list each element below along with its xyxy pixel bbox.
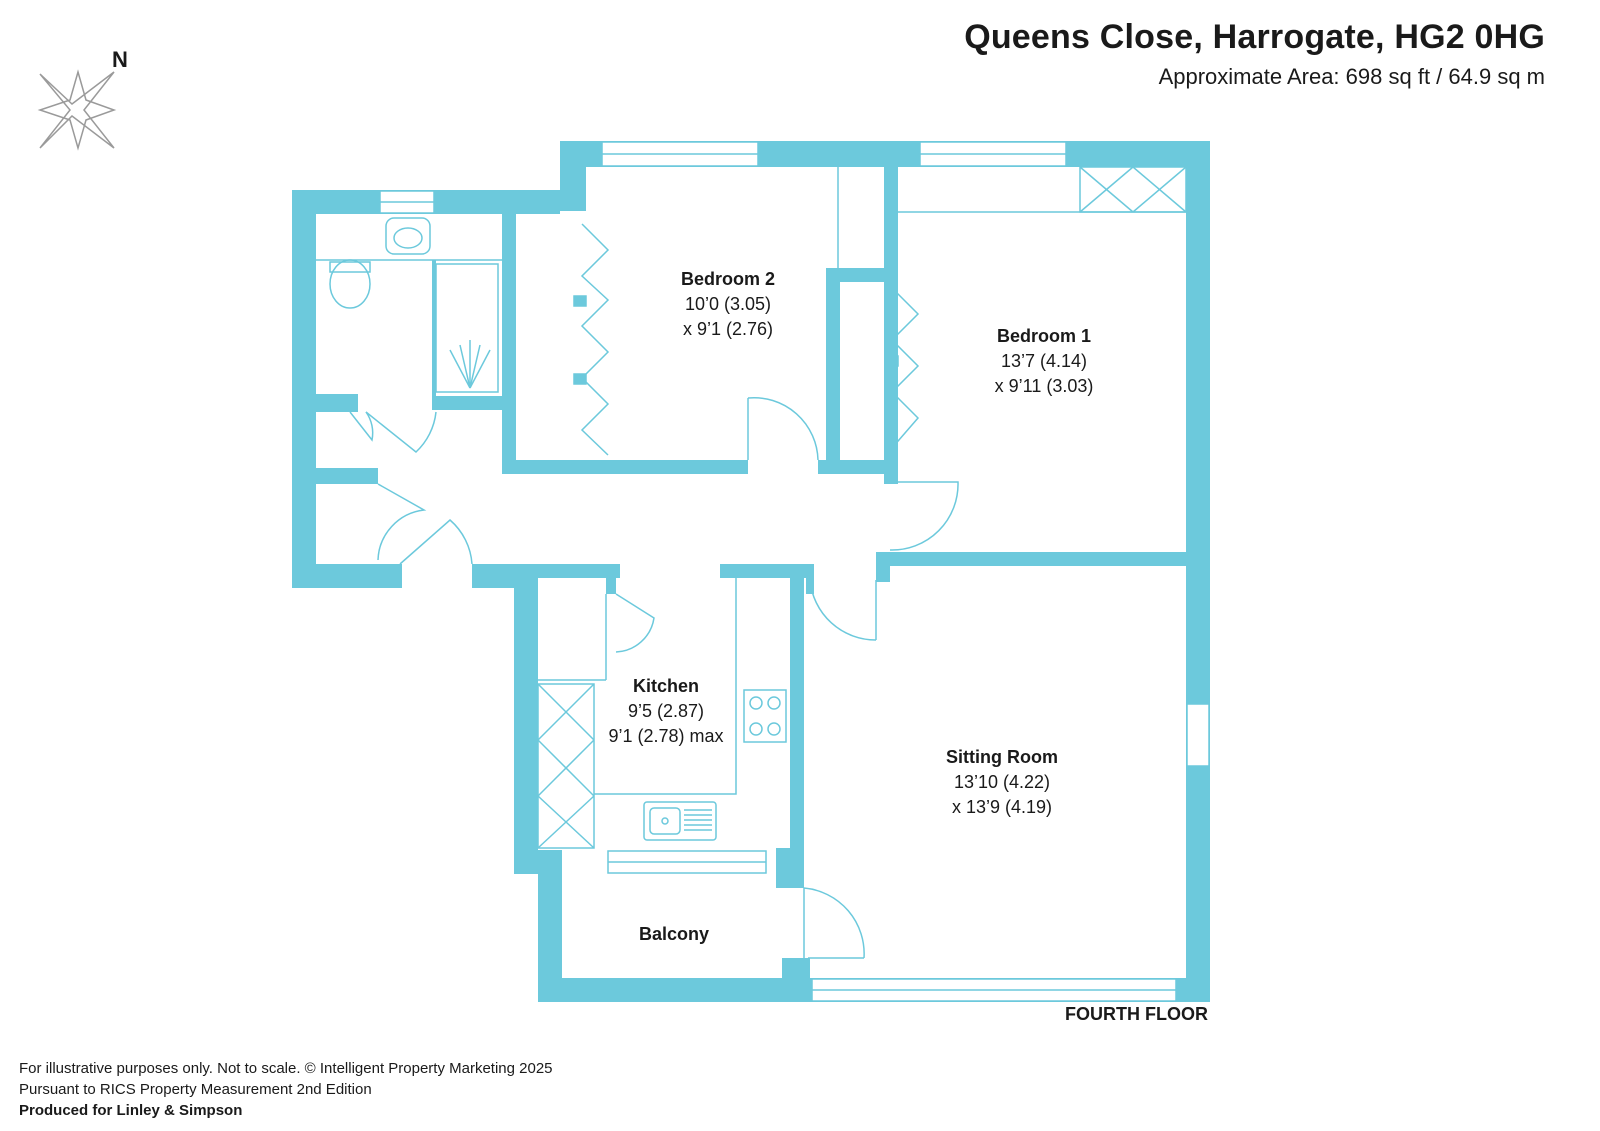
room-dimension: x 13’9 (4.19) (951, 797, 1053, 817)
room-dimension: 13’7 (4.14) (1000, 351, 1088, 371)
room-label-sitting-room: Sitting Room 13’10 (4.22) x 13’9 (4.19) (946, 745, 1058, 820)
property-address-title: Queens Close, Harrogate, HG2 0HG (964, 18, 1545, 56)
room-dimension: 9’5 (2.87) (627, 701, 705, 721)
room-name: Kitchen (632, 676, 699, 696)
compass-north-label: N (112, 47, 128, 72)
fittings (316, 166, 1187, 849)
room-label-bedroom-1: Bedroom 1 13’7 (4.14) x 9’11 (3.03) (995, 324, 1094, 399)
room-name: Balcony (638, 924, 710, 944)
produced-for-line: Produced for Linley & Simpson (19, 1102, 243, 1119)
disclaimer-line: For illustrative purposes only. Not to s… (19, 1060, 553, 1077)
room-name: Sitting Room (946, 747, 1058, 767)
doors (349, 396, 959, 959)
approximate-area: Approximate Area: 698 sq ft / 64.9 sq m (1158, 64, 1545, 89)
room-name: Bedroom 2 (680, 269, 776, 289)
room-label-bedroom-2: Bedroom 2 10’0 (3.05) x 9’1 (2.76) (681, 267, 775, 342)
compass-star-icon (37, 69, 117, 151)
room-dimension: 13’10 (4.22) (953, 772, 1051, 792)
floor-label: FOURTH FLOOR (1065, 1004, 1208, 1024)
room-label-balcony: Balcony (639, 922, 709, 947)
room-label-kitchen: Kitchen 9’5 (2.87) 9’1 (2.78) max (608, 674, 723, 749)
room-name: Bedroom 1 (996, 326, 1092, 346)
room-dimension: 10’0 (3.05) (684, 294, 772, 314)
room-dimension: x 9’1 (2.76) (682, 319, 774, 339)
room-dimension: x 9’11 (3.03) (994, 376, 1094, 396)
room-dimension: 9’1 (2.78) max (608, 726, 724, 746)
footer-disclaimer: For illustrative purposes only. Not to s… (19, 1058, 553, 1121)
windows (379, 141, 1210, 1002)
rics-line: Pursuant to RICS Property Measurement 2n… (19, 1081, 372, 1098)
